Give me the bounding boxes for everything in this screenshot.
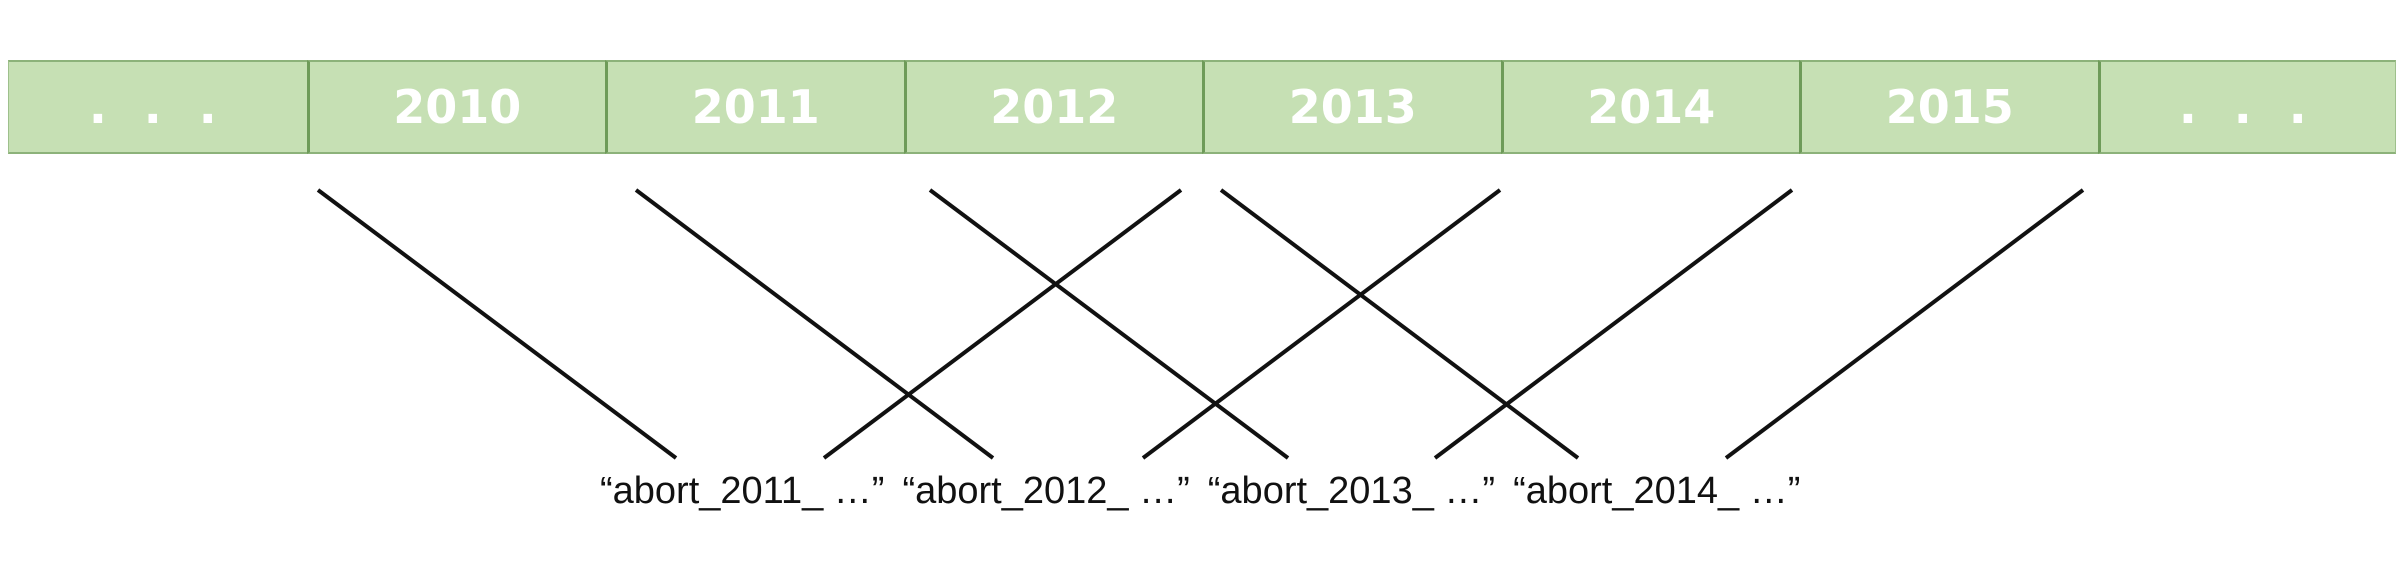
year-cell-2011: 2011 <box>605 60 904 154</box>
abort-label-2013: “abort_2013_ …” <box>1207 470 1496 512</box>
abort-labels-row: “abort_2011_ …” “abort_2012_ …” “abort_2… <box>600 470 1818 530</box>
year-cell-2015: 2015 <box>1799 60 2098 154</box>
abort-label-2014: “abort_2014_ …” <box>1513 470 1801 512</box>
year-cell-2012: 2012 <box>903 60 1202 154</box>
year-timeline-bar: . . . 2010 2011 2012 2013 2014 2015 . . … <box>8 60 2396 154</box>
connector-line-2013-to-2012-label <box>1141 188 1502 460</box>
connector-line-2012-to-2011-label <box>822 188 1183 460</box>
connector-line-2012-to-2013-label <box>928 188 1290 460</box>
year-cell-ellipsis-end: . . . <box>2097 60 2396 154</box>
year-cell-2014: 2014 <box>1500 60 1799 154</box>
connector-line-2013-to-2014-label <box>1219 188 1580 460</box>
year-cell-ellipsis-start: . . . <box>8 60 307 154</box>
connector-line-2014-to-2013-label <box>1433 188 1794 460</box>
connector-line-2015-to-2014-label <box>1724 188 2085 460</box>
connector-line-2011-to-2012-label <box>634 188 995 460</box>
abort-label-2011: “abort_2011_ …” <box>600 470 885 512</box>
connector-line-2010-to-2011-label <box>316 188 678 460</box>
year-cell-2010: 2010 <box>306 60 605 154</box>
abort-label-2012: “abort_2012_ …” <box>902 470 1190 512</box>
year-cell-2013: 2013 <box>1202 60 1501 154</box>
